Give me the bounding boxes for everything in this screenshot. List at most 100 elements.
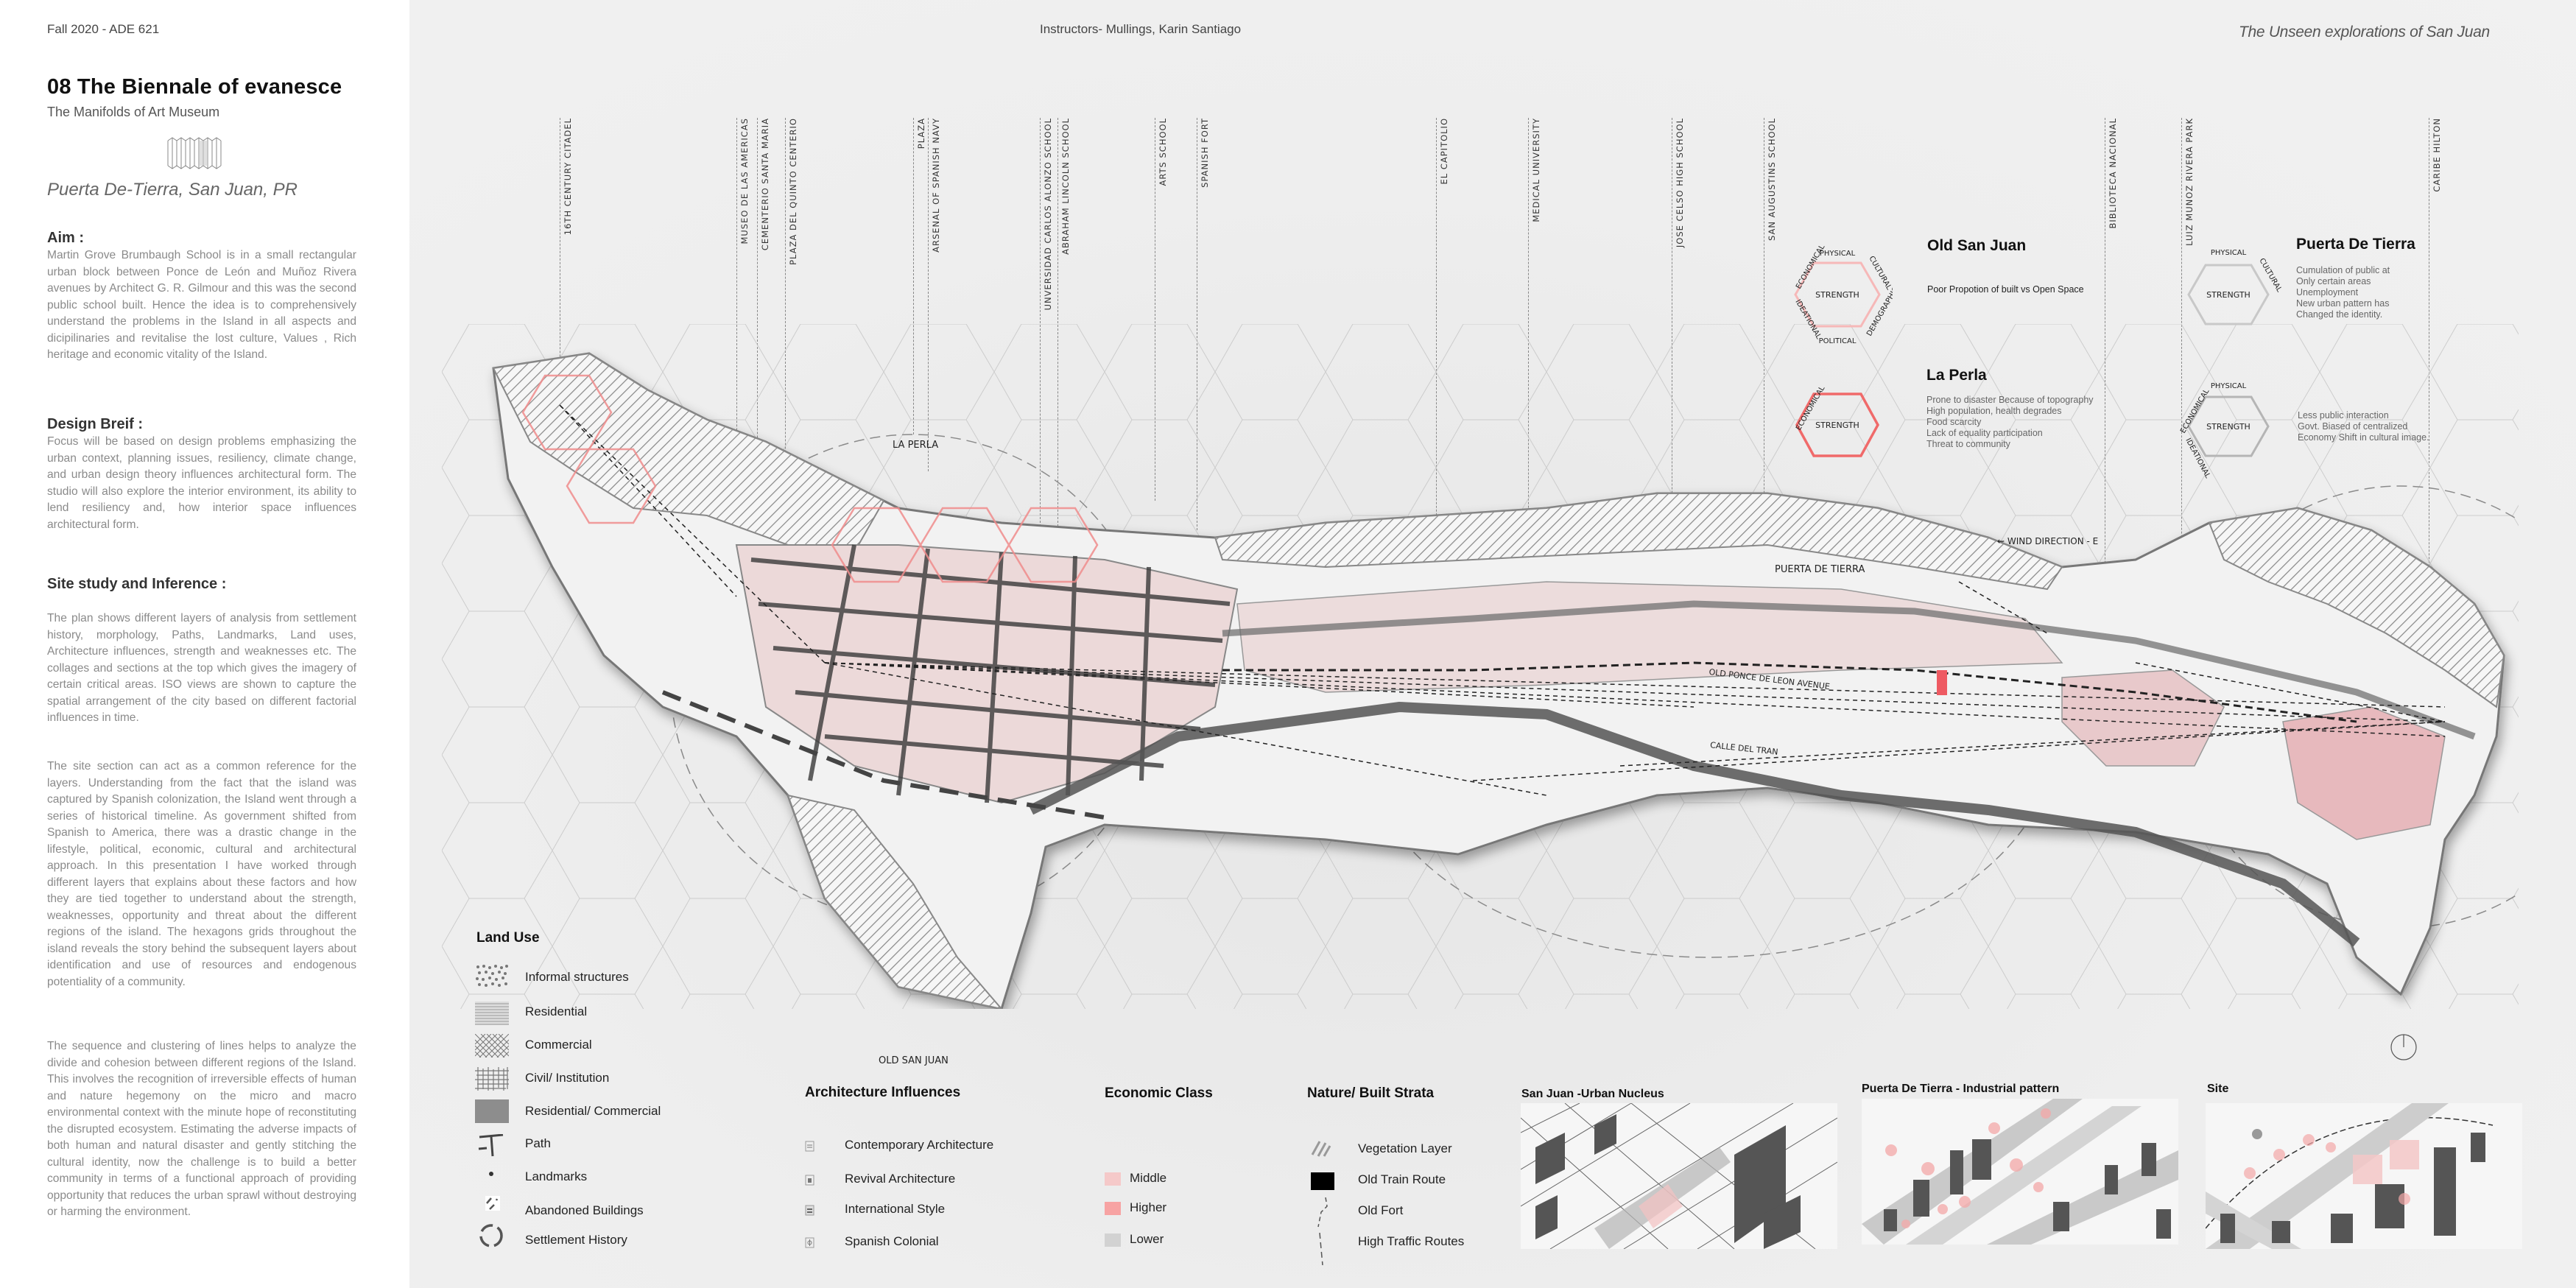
hex-highlights	[521, 374, 1099, 583]
landmark-label: MEDICAL UNIVERSITY	[1531, 118, 1541, 222]
legend-label: High Traffic Routes	[1358, 1234, 1465, 1248]
higher-swatch	[1105, 1202, 1121, 1215]
swot-note: Less public interaction	[2298, 410, 2389, 420]
landmark-label: CEMENTERIO SANTA MARIA	[760, 118, 770, 251]
legend-title: Architecture Influences	[805, 1085, 961, 1100]
line-hatch-icon	[475, 1002, 509, 1025]
legend-label: Higher	[1130, 1200, 1167, 1214]
series-title: The Unseen explorations of San Juan	[2239, 24, 2490, 41]
svg-text:PHYSICAL: PHYSICAL	[1820, 250, 1856, 258]
svg-text:PHYSICAL: PHYSICAL	[2211, 382, 2247, 390]
svg-text:CULTURAL: CULTURAL	[2257, 257, 2283, 294]
broken-hatch-icon	[485, 1196, 500, 1211]
box-cross-icon	[805, 1237, 814, 1248]
black-square-icon	[1311, 1172, 1334, 1190]
svg-text:ECONOMICAL: ECONOMICAL	[1795, 243, 1826, 290]
sidebar-panel: Fall 2020 - ADE 621 08 The Biennale of e…	[0, 0, 409, 1288]
manifold-logo-icon	[167, 137, 222, 169]
legend-label: Residential	[525, 1004, 588, 1018]
landmark-label: MUSEO DE LAS AMERICAS	[739, 118, 750, 244]
landmark-label: SPANISH FORT	[1200, 118, 1210, 188]
dashed-line-icon	[1317, 1197, 1328, 1228]
legend-label: Residential/ Commercial	[525, 1104, 661, 1118]
landmark-label: LUIZ MUNOZ RIVERA PARK	[2184, 118, 2195, 246]
north-arrow-icon	[2390, 1034, 2417, 1060]
aim-text: Martin Grove Brumbaugh School is in a sm…	[47, 249, 356, 361]
swot-title-old-san-juan: Old San Juan	[1927, 237, 2027, 254]
svg-text:STRENGTH: STRENGTH	[1815, 290, 1859, 300]
landmark-label: UNVERSIDAD CARLOS ALONZO SCHOOL	[1043, 118, 1053, 311]
legend-label: Landmarks	[525, 1169, 588, 1183]
legend-title: Economic Class	[1105, 1085, 1213, 1101]
region-label-la-perla: LA PERLA	[893, 440, 939, 451]
landmark-label: PLAZA DEL QUINTO CENTERIO	[788, 118, 798, 265]
svg-text:STRENGTH: STRENGTH	[1815, 420, 1859, 430]
dashed-line-icon	[1319, 1233, 1323, 1265]
cross-hatch-icon	[475, 1034, 509, 1058]
iso-title-industrial-pattern: Puerta De Tierra - Industrial pattern	[1862, 1083, 2060, 1095]
site-marker	[1937, 670, 1947, 695]
swot-note: Threat to community	[1926, 439, 2010, 449]
swot-note: Changed the identity.	[2296, 309, 2383, 320]
site-paragraph-1: The plan shows different layers of analy…	[47, 612, 356, 724]
legend-label: International Style	[845, 1202, 946, 1216]
legend-label: Path	[525, 1136, 551, 1150]
region-label-old-san-juan: OLD SAN JUAN	[879, 1055, 949, 1066]
swot-note: Cumulation of public at	[2296, 265, 2390, 275]
path-icon	[478, 1134, 504, 1157]
grid-hatch-icon	[475, 1067, 509, 1091]
legend-title: Land Use	[476, 930, 540, 946]
middle-swatch	[1105, 1172, 1121, 1186]
iso-view-industrial-pattern	[1862, 1099, 2178, 1245]
swot-note: High population, health degrades	[1926, 406, 2062, 416]
dot-icon	[489, 1172, 493, 1176]
aim-heading: Aim :	[47, 230, 84, 246]
swot-note: Only certain areas	[2296, 276, 2371, 286]
box-fill-icon	[805, 1175, 814, 1186]
legend-label: Old Train Route	[1358, 1172, 1446, 1186]
strength-hex-icon: STRENGTH PHYSICAL ECONOMICAL IDEATIONAL	[2179, 382, 2270, 480]
strength-hex-icon: STRENGTH PHYSICAL CULTURAL	[2187, 249, 2284, 325]
landmark-label: CARIBE HILTON	[2432, 118, 2442, 192]
svg-text:STRENGTH: STRENGTH	[2206, 290, 2251, 300]
legend-label: Settlement History	[525, 1233, 627, 1247]
brief-text: Focus will be based on design problems e…	[47, 435, 356, 531]
wind-direction: ⇜ WIND DIRECTION - E	[1997, 536, 2098, 546]
wind-arrow-icon: ⇜	[1997, 536, 2007, 546]
landmark-label: PLAZA	[916, 118, 926, 149]
swot-note: Unemployment	[2296, 287, 2359, 298]
legend-label: Informal structures	[525, 970, 629, 984]
site-plan-map	[442, 324, 2519, 1009]
legend-label: Contemporary Architecture	[845, 1138, 994, 1152]
instructors-credit: Instructors- Mullings, Karin Santiago	[1040, 22, 1242, 36]
swot-note: Economy Shift in cultural image.	[2298, 432, 2429, 443]
svg-text:PHYSICAL: PHYSICAL	[2211, 249, 2247, 257]
svg-text:CULTURAL: CULTURAL	[1867, 255, 1893, 292]
swot-note: New urban pattern has	[2296, 298, 2390, 309]
site-paragraph-2: The site section can act as a common ref…	[47, 760, 356, 988]
svg-text:IDEATIONAL: IDEATIONAL	[1793, 298, 1823, 341]
landmark-label: 16TH CENTURY CITADEL	[563, 118, 573, 236]
leader-line	[928, 118, 929, 471]
strength-hex-icon: STRENGTH ECONOMICAL	[1795, 384, 1879, 457]
legend-label: Spanish Colonial	[845, 1234, 939, 1248]
landmark-label: ARSENAL OF SPANISH NAVY	[931, 118, 941, 253]
swot-title-la-perla: La Perla	[1926, 367, 1987, 384]
leader-line	[913, 118, 914, 434]
wind-direction-label: WIND DIRECTION - E	[2007, 536, 2099, 546]
sight-lines	[559, 404, 2446, 796]
svg-text:STRENGTH: STRENGTH	[2206, 422, 2251, 432]
solid-gray-icon	[475, 1099, 509, 1123]
swot-title-puerta-de-tierra: Puerta De Tierra	[2296, 236, 2415, 253]
legend-label: Revival Architecture	[845, 1172, 956, 1186]
iso-title-site: Site	[2207, 1083, 2229, 1095]
lower-swatch	[1105, 1234, 1121, 1247]
project-subtitle: The Manifolds of Art Museum	[47, 105, 220, 119]
iso-view-urban-nucleus	[1521, 1103, 1837, 1249]
landmark-label: SAN AUGUSTINS SCHOOL	[1767, 118, 1777, 242]
project-title: 08 The Biennale of evanesce	[47, 75, 342, 99]
iso-title-urban-nucleus: San Juan -Urban Nucleus	[1521, 1088, 1664, 1100]
legend-label: Lower	[1130, 1232, 1164, 1246]
dashed-circle-icon	[479, 1224, 503, 1247]
swot-note: Poor Propotion of built vs Open Space	[1927, 284, 2084, 295]
